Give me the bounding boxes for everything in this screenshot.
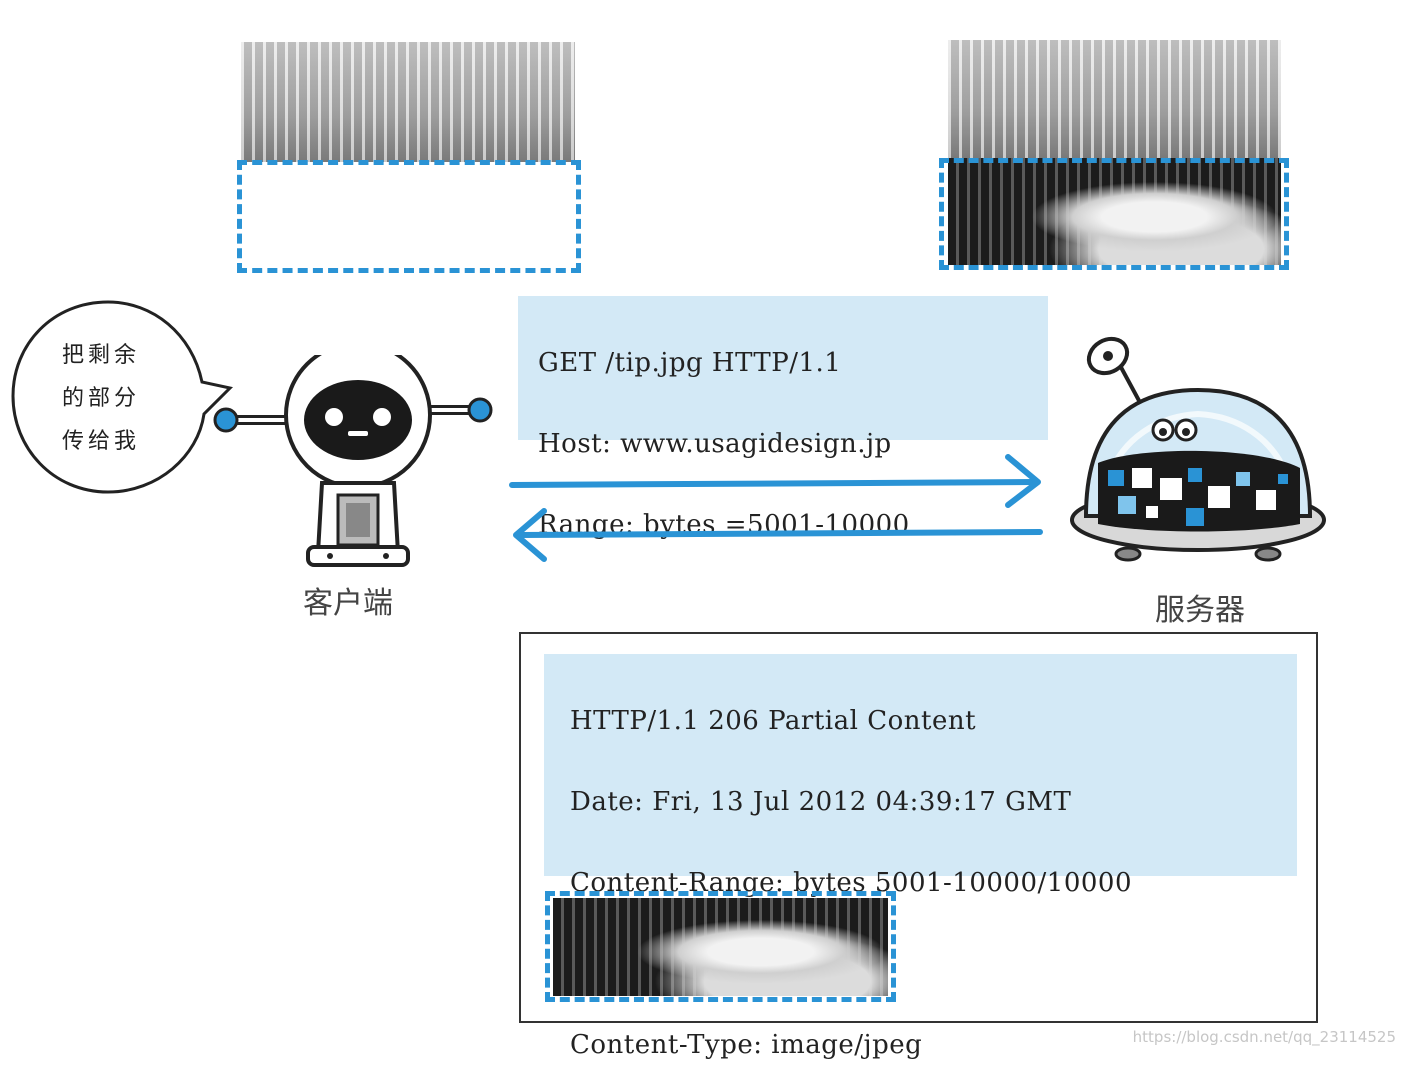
watermark: https://blog.csdn.net/qq_23114525 (1132, 1028, 1396, 1046)
server-full-image (948, 40, 1281, 265)
response-partial-image (553, 898, 888, 996)
client-missing-range-box (237, 160, 581, 273)
server-label: 服务器 (1155, 593, 1245, 628)
server-image-top-part (948, 40, 1281, 158)
request-line-1: GET /tip.jpg HTTP/1.1 (538, 348, 842, 378)
client-image-top-part (241, 42, 575, 162)
speech-line-3: 传给我 (62, 429, 141, 454)
request-arrow (509, 454, 1041, 508)
server-requested-range-box (939, 158, 1289, 270)
response-image-part (553, 898, 888, 996)
response-line-2: Date: Fri, 13 Jul 2012 04:39:17 GMT (570, 787, 1072, 817)
request-message: GET /tip.jpg HTTP/1.1 Host: www.usagides… (518, 296, 1048, 540)
client-label: 客户端 (303, 586, 393, 621)
response-arrow (513, 508, 1043, 562)
arrows (509, 454, 1043, 562)
speech-bubble (11, 300, 234, 494)
server-robot-icon (1070, 336, 1326, 562)
speech-line-2: 的部分 (62, 386, 141, 411)
client-robot-icon (213, 355, 493, 567)
server-image-bottom-part (948, 158, 1281, 265)
response-range-box (545, 891, 896, 1002)
speech-line-1: 把剩余 (62, 343, 141, 368)
response-message: HTTP/1.1 206 Partial Content Date: Fri, … (544, 654, 1297, 1060)
client-partial-image (241, 42, 575, 162)
speech-bubble-text: 把剩余 的部分 传给我 (62, 334, 140, 463)
response-line-1: HTTP/1.1 206 Partial Content (570, 706, 977, 736)
request-line-2: Host: www.usagidesign.jp (538, 429, 892, 459)
